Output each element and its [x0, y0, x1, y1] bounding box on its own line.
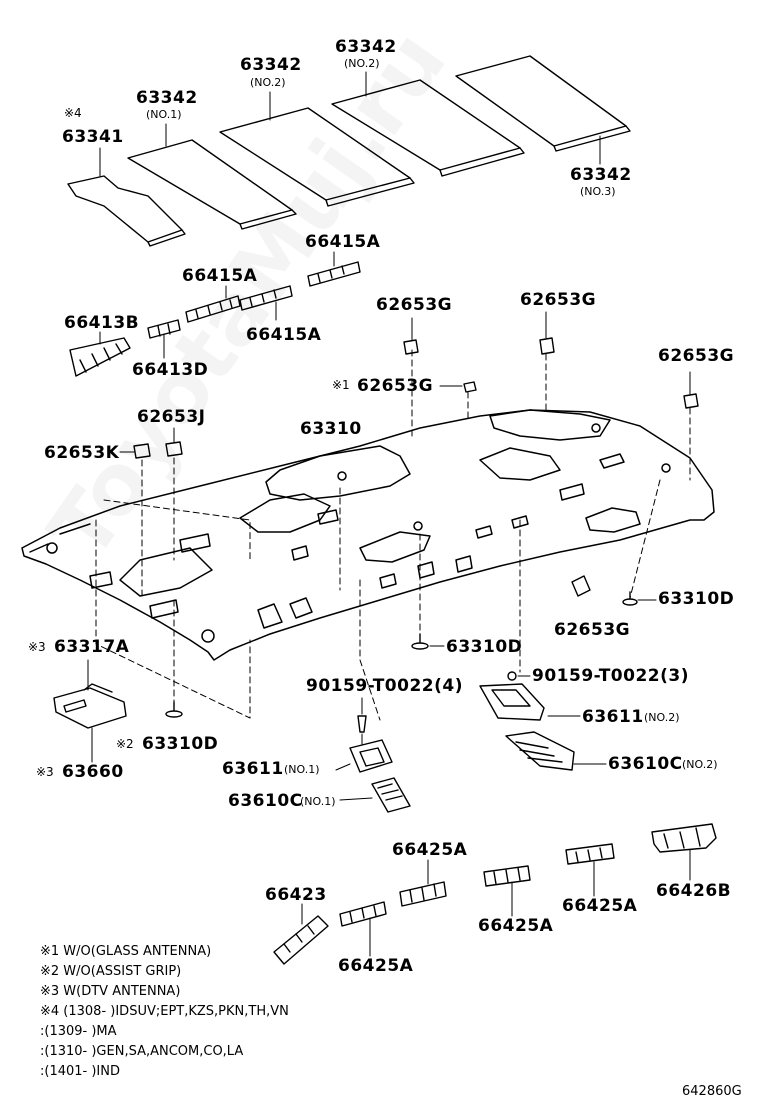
lamp-leaders: [335, 715, 607, 801]
note-mark-2: ※2: [116, 737, 134, 751]
part-62653g-label-1: 62653G: [376, 295, 453, 315]
clip-66425a-2: [399, 881, 447, 907]
part-66415a-label-1: 66415A: [305, 232, 381, 252]
footnote-5: :(1309- )MA: [40, 1024, 117, 1039]
bracket-63317a: [53, 683, 127, 729]
part-66425a-label-2: 66425A: [478, 916, 554, 936]
part-63310d-label-2: 63310D: [446, 637, 523, 657]
note-mark-3a: ※3: [28, 640, 46, 654]
part-66425a-label-3: 66425A: [562, 896, 638, 916]
part-90159-label-3: 90159-T0022(3): [532, 666, 689, 686]
part-63342-no2b-sub: (NO.2): [344, 57, 380, 70]
part-63342-no1-label: 63342: [136, 88, 198, 108]
diagram-code: 642860G: [682, 1084, 742, 1099]
part-63310-label: 63310: [300, 419, 362, 439]
headliner-63310: [21, 409, 715, 661]
part-66423-label: 66423: [265, 885, 327, 905]
footnote-3: ※3 W(DTV ANTENNA): [40, 984, 181, 999]
part-63342-no2a-sub: (NO.2): [250, 76, 286, 89]
part-62653g-label-2: 62653G: [520, 290, 597, 310]
clip-66413b: [69, 337, 131, 377]
note-mark-1: ※1: [332, 378, 350, 392]
clip-66423: [273, 915, 329, 965]
part-63660-label: 63660: [62, 762, 124, 782]
bracket-leaders: [87, 659, 93, 763]
roof-leaders: [99, 71, 601, 177]
part-62653j-label: 62653J: [137, 407, 206, 427]
clip-leaders: [99, 251, 335, 359]
part-63610c-no1-label: 63610C: [228, 791, 303, 811]
roof-panel-63341: [67, 175, 186, 247]
clip-66426b: [651, 823, 717, 853]
part-90159-label-4: 90159-T0022(4): [306, 676, 463, 696]
part-63310d-label-1: 63310D: [658, 589, 735, 609]
part-63342-no3-sub: (NO.3): [580, 185, 616, 198]
fastener-63310d: [165, 591, 638, 718]
part-63610c-no1-sub: (NO.1): [300, 795, 336, 808]
part-66413d-label: 66413D: [132, 360, 209, 380]
part-66426b-label: 66426B: [656, 881, 732, 901]
roof-panel-63342-no3: [455, 55, 631, 152]
part-63611-no2-label: 63611: [582, 707, 644, 727]
footnote-2: ※2 W/O(ASSIST GRIP): [40, 964, 182, 979]
part-62653g-label-3: 62653G: [357, 376, 434, 396]
roof-panel-63342-no1: [127, 139, 297, 230]
part-63611-no1-label: 63611: [222, 759, 284, 779]
part-63310d-label-3: 63310D: [142, 734, 219, 754]
screws-90159: [357, 671, 517, 733]
part-62653k-label: 62653K: [44, 443, 120, 463]
part-63317a-label: 63317A: [54, 637, 130, 657]
footnote-4: ※4 (1308- )IDSUV;EPT,KZS,PKN,TH,VN: [40, 1004, 289, 1019]
clip-66415a-3: [307, 261, 361, 287]
footnote-7: :(1401- )IND: [40, 1064, 120, 1079]
part-62653g-label-5: 62653G: [554, 620, 631, 640]
roof-panel-63342-no2-a: [219, 107, 415, 207]
clip-66413d: [147, 319, 181, 339]
part-66413b-label: 66413B: [64, 313, 140, 333]
lamp-cover-63610c-no2: [505, 731, 575, 771]
lamp-cover-63610c-no1: [371, 777, 411, 813]
part-63611-no2-sub: (NO.2): [644, 711, 680, 724]
part-62653g-label-4: 62653G: [658, 346, 735, 366]
part-63342-no2b-label: 63342: [335, 37, 397, 57]
part-66425a-label-4: 66425A: [338, 956, 414, 976]
part-66415a-label-3: 66415A: [246, 325, 322, 345]
clip-66415a-2: [239, 285, 293, 311]
part-63610c-no2-sub: (NO.2): [682, 758, 718, 771]
part-63342-no3-label: 63342: [570, 165, 632, 185]
part-66415a-label-2: 66415A: [182, 266, 258, 286]
part-63611-no1-sub: (NO.1): [284, 763, 320, 776]
lamp-63611-no1: [349, 739, 393, 773]
part-63610c-no2-label: 63610C: [608, 754, 683, 774]
part-63341-label: 63341: [62, 127, 124, 147]
part-63342-no2a-label: 63342: [240, 55, 302, 75]
note-mark-4: ※4: [64, 106, 82, 120]
clip-66425a-4: [565, 843, 615, 865]
clip-66415a-1: [185, 295, 241, 323]
bottom-clip-leaders: [301, 849, 691, 957]
note-mark-3b: ※3: [36, 765, 54, 779]
dashed-guides: [95, 349, 691, 721]
footnote-1: ※1 W/O(GLASS ANTENNA): [40, 944, 212, 959]
roof-panel-63342-no2-b: [331, 79, 525, 177]
part-63342-no1-sub: (NO.1): [146, 108, 182, 121]
clip-66425a-1: [339, 901, 387, 927]
footnote-6: :(1310- )GEN,SA,ANCOM,CO,LA: [40, 1044, 244, 1059]
fastener-leaders: [429, 599, 657, 647]
screw-leaders: [361, 675, 531, 745]
pad-leaders: [119, 311, 691, 453]
clip-66425a-3: [483, 865, 531, 887]
pads-62653: [133, 337, 699, 597]
part-66425a-label-1: 66425A: [392, 840, 468, 860]
lamp-63611-no2: [479, 683, 545, 721]
